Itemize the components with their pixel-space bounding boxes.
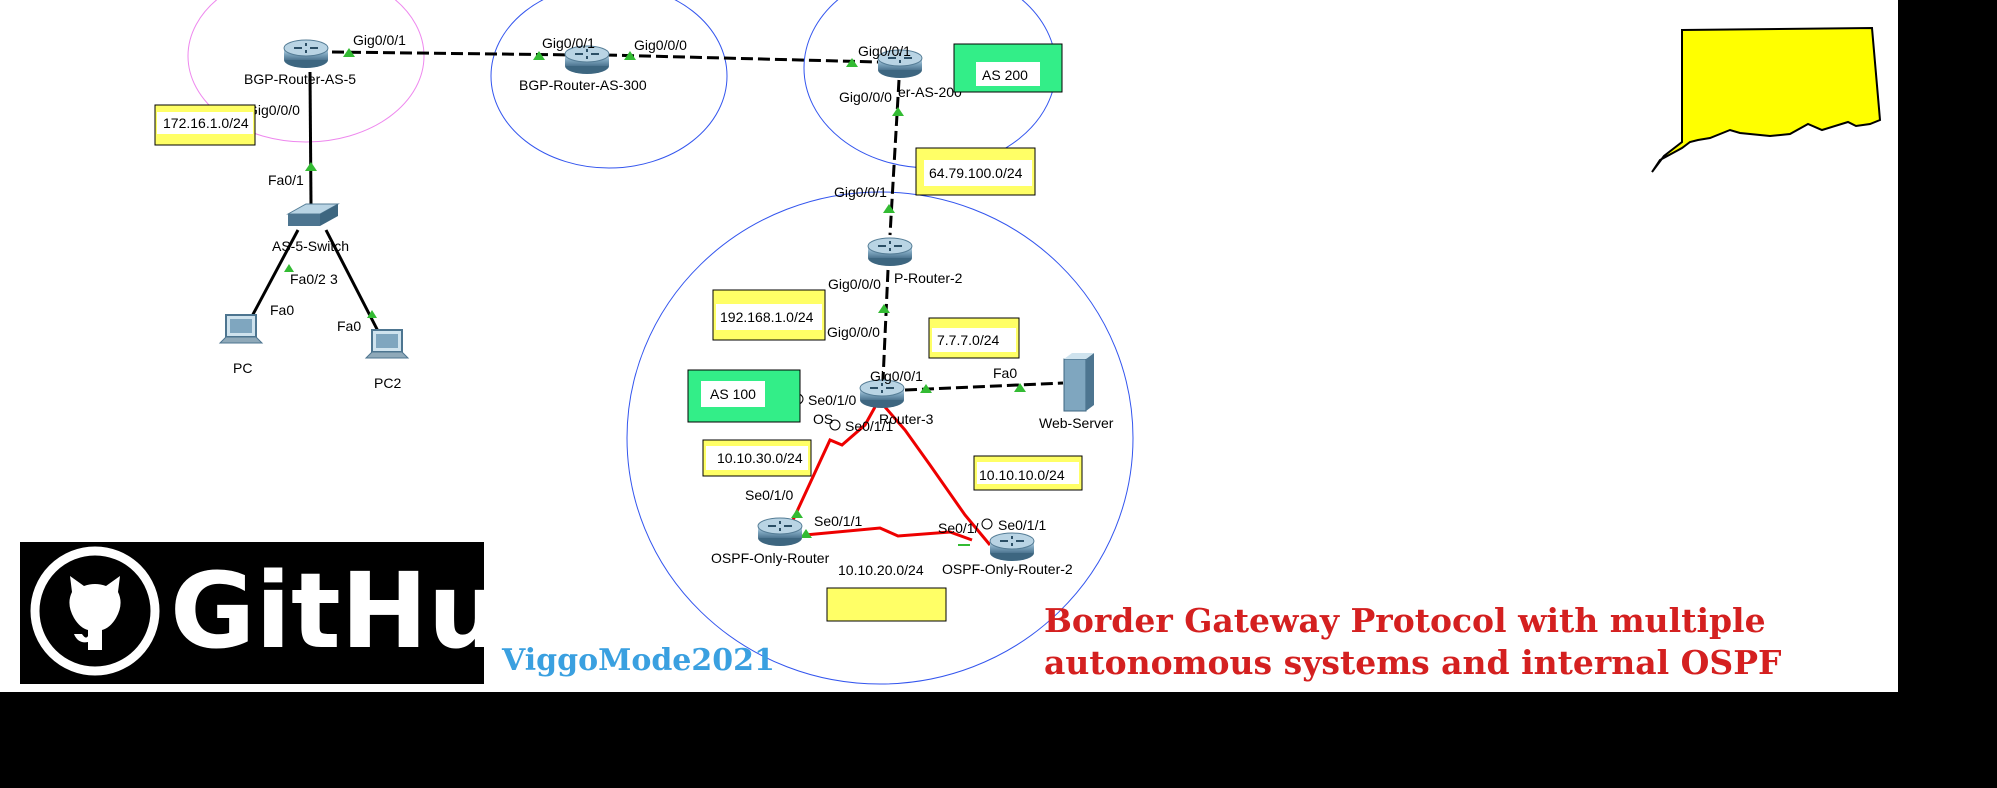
port-up-triangle xyxy=(883,204,895,213)
ospf-only-router-2[interactable] xyxy=(989,532,1035,562)
link-r2-r3[interactable] xyxy=(881,269,890,381)
as5-zone-ellipse xyxy=(187,0,425,143)
note-777-text: 7.7.7.0/24 xyxy=(937,332,999,348)
note-as200[interactable]: AS 200 xyxy=(953,43,1063,93)
clock-icon xyxy=(981,518,993,530)
label-p-router-2: P-Router-2 xyxy=(894,270,963,286)
port-up-triangle xyxy=(878,304,890,313)
port-switch-up: Fa0/1 xyxy=(268,172,304,188)
note-172-text: 172.16.1.0/24 xyxy=(163,115,249,131)
port-r2-south: Gig0/0/0 xyxy=(828,276,881,292)
port-r3-gig01: Gig0/0/1 xyxy=(870,368,923,384)
pc2-icon[interactable] xyxy=(364,329,410,359)
note-777[interactable]: 7.7.7.0/24 xyxy=(928,317,1020,359)
port-switch-down: Fa0/2 xyxy=(290,271,326,287)
note-172[interactable]: 172.16.1.0/24 xyxy=(154,104,256,146)
port-ospf1-se011: Se0/1/1 xyxy=(814,513,862,529)
serial-links xyxy=(791,406,992,546)
port-up-triangle xyxy=(367,310,377,318)
p-router-2[interactable] xyxy=(867,237,913,267)
port-as200-south: Gig0/0/0 xyxy=(839,89,892,105)
link-r3-webserver[interactable] xyxy=(904,381,1064,392)
web-server-icon[interactable] xyxy=(1063,353,1094,412)
serial-r3-ospf1[interactable] xyxy=(791,406,877,521)
port-pc-fa0: Fa0 xyxy=(270,302,294,318)
serial-r3-ospf2[interactable] xyxy=(883,406,992,546)
port-up-triangle xyxy=(1014,383,1026,392)
port-as5-south: Gig0/0/0 xyxy=(247,102,300,118)
label-bgp-router-as5: BGP-Router-AS-5 xyxy=(244,71,356,87)
port-as300-west: Gig0/0/1 xyxy=(542,35,595,51)
as5-switch-icon[interactable] xyxy=(286,203,340,226)
note-as100[interactable]: AS 100 xyxy=(687,369,801,423)
state-shape-image xyxy=(1651,26,1882,173)
port-as300-east: Gig0/0/0 xyxy=(634,37,687,53)
link-as300-as200[interactable] xyxy=(604,53,879,64)
link-switch-pc[interactable] xyxy=(248,229,300,321)
port-r3-north: Gig0/0/0 xyxy=(827,324,880,340)
label-pc2: PC2 xyxy=(374,375,401,391)
port-up-triangle xyxy=(920,384,932,393)
note-as200-text: AS 200 xyxy=(982,67,1028,83)
note-1020-text: 10.10.20.0/24 xyxy=(838,562,924,578)
clock-icon xyxy=(829,419,841,431)
port-up-triangle xyxy=(846,58,858,67)
label-pc: PC xyxy=(233,360,252,376)
port-status-indicators xyxy=(284,48,1026,538)
label-bgp-router-as300: BGP-Router-AS-300 xyxy=(519,77,647,93)
label-switch: AS-5-Switch xyxy=(272,238,349,254)
bgp-router-as5[interactable] xyxy=(283,39,329,69)
port-up-triangle xyxy=(624,51,636,60)
label-router-3-prefix: OS xyxy=(813,411,833,427)
note-1020-box[interactable] xyxy=(826,587,947,622)
note-64-text: 64.79.100.0/24 xyxy=(929,165,1023,181)
label-ospf-only-router-2: OSPF-Only-Router-2 xyxy=(942,561,1073,577)
serial-ospf1-ospf2[interactable] xyxy=(804,526,973,542)
label-bgp-router-as200: er-AS-200 xyxy=(898,84,962,100)
port-web-fa0: Fa0 xyxy=(993,365,1017,381)
port-ospf2-se01: Se0/1/ xyxy=(938,520,979,536)
port-pc2-fa0: Fa0 xyxy=(337,318,361,334)
title-line-2: autonomous systems and internal OSPF xyxy=(1044,643,1782,682)
port-r2-north: Gig0/0/1 xyxy=(834,184,887,200)
note-1030[interactable]: 10.10.30.0/24 xyxy=(702,439,812,477)
note-192-text: 192.168.1.0/24 xyxy=(720,309,814,325)
port-as200-west: Gig0/0/1 xyxy=(858,43,911,59)
note-64[interactable]: 64.79.100.0/24 xyxy=(915,147,1036,196)
port-as5-east: Gig0/0/1 xyxy=(353,32,406,48)
port-up-triangle xyxy=(305,162,317,171)
as100-zone-ellipse xyxy=(626,191,1134,685)
port-up-triangle xyxy=(533,51,545,60)
github-wordmark: GitHub xyxy=(170,550,576,672)
link-as5-switch[interactable] xyxy=(308,71,313,206)
label-web-server: Web-Server xyxy=(1039,415,1114,431)
port-r3-se011: Se0/1/1 xyxy=(845,418,893,434)
ospf-router-3[interactable] xyxy=(859,379,905,409)
pc-icon[interactable] xyxy=(218,314,264,344)
note-192[interactable]: 192.168.1.0/24 xyxy=(712,289,826,341)
note-1010-text: 10.10.10.0/24 xyxy=(979,467,1065,483)
port-switch-down-3: 3 xyxy=(330,271,338,287)
port-up-triangle xyxy=(343,48,355,57)
label-ospf-only-router-1: OSPF-Only-Router xyxy=(711,550,830,566)
as300-zone-ellipse xyxy=(490,0,728,169)
port-ospf1-se010: Se0/1/0 xyxy=(745,487,793,503)
port-r3-se010: Se0/1/0 xyxy=(808,392,856,408)
port-up-triangle xyxy=(800,529,812,538)
note-as100-text: AS 100 xyxy=(710,386,756,402)
github-logo: GitHub xyxy=(20,542,576,684)
note-1010[interactable]: 10.10.10.0/24 xyxy=(973,455,1083,491)
port-ospf2-se011: Se0/1/1 xyxy=(998,517,1046,533)
ospf-only-router-1[interactable] xyxy=(757,517,803,547)
author-credit: ViggoMode2021 xyxy=(501,643,775,678)
github-octocat-icon xyxy=(30,546,160,676)
port-up-triangle xyxy=(791,509,803,518)
label-router-3: Router-3 xyxy=(879,411,934,427)
note-1030-text: 10.10.30.0/24 xyxy=(717,450,803,466)
port-up-triangle xyxy=(284,264,294,272)
port-up-triangle xyxy=(892,107,904,116)
title-line-1: Border Gateway Protocol with multiple xyxy=(1044,601,1766,640)
